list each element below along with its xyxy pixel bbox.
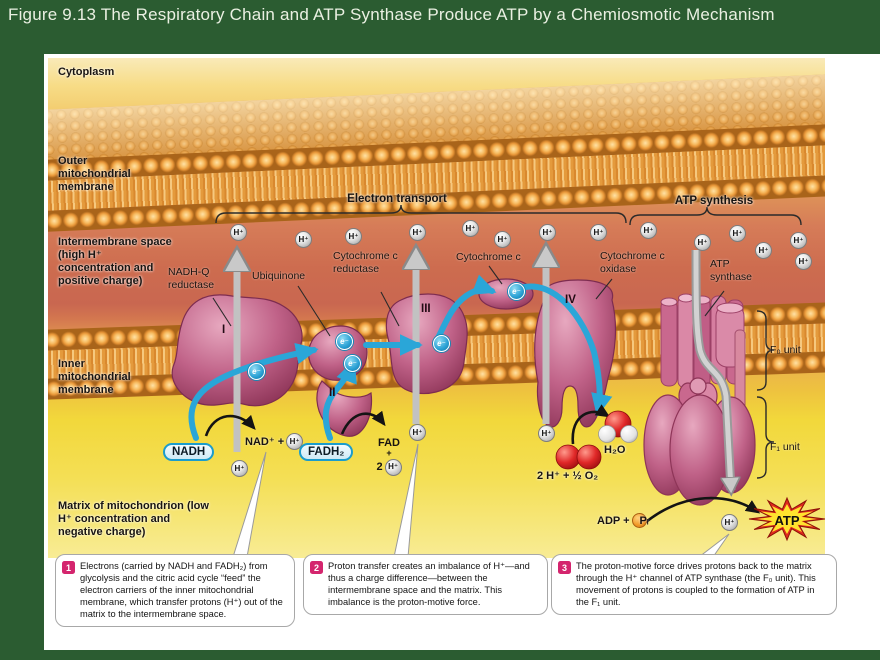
water-molecule	[598, 410, 638, 443]
bottom-accent-bar	[0, 650, 880, 660]
nad-plus-label: NAD⁺ +	[245, 436, 285, 448]
region-label-inner-membrane: Inner mitochondrial membrane	[58, 358, 131, 396]
complex-ii-numeral: II	[329, 387, 336, 399]
h-plus-ion: H⁺	[286, 433, 304, 450]
reaction-arrows	[204, 404, 761, 524]
water-label: H₂O	[604, 444, 626, 456]
label-cytochrome-c: Cytochrome c	[456, 251, 521, 263]
oxygen-reaction-label: 2 H⁺ + ½ O₂	[537, 470, 599, 482]
oxygen-to-water-arrow	[571, 404, 611, 445]
region-label-outer-membrane: Outer mitochondrial membrane	[58, 155, 131, 193]
page-title: Figure 9.13 The Respiratory Chain and AT…	[8, 5, 775, 24]
callout-number-3: 3	[558, 561, 571, 574]
nadh-to-nad-arrow	[204, 414, 256, 437]
title-bar: Figure 9.13 The Respiratory Chain and AT…	[0, 0, 880, 54]
oxygen-molecule	[555, 444, 602, 470]
region-label-cytoplasm: Cytoplasm	[58, 66, 115, 78]
complex-iv-shape	[534, 279, 617, 428]
callout-number-1: 1	[62, 561, 75, 574]
electron-marker: e⁻	[433, 335, 450, 352]
electron-marker: e⁻	[508, 283, 525, 300]
nadh-capsule: NADH	[163, 443, 215, 461]
callout-number-2: 2	[310, 561, 323, 574]
label-lines	[212, 265, 725, 337]
electron-marker: e⁻	[336, 333, 353, 350]
fad-label: FAD	[378, 437, 400, 449]
complex-iii-numeral: III	[421, 303, 431, 315]
callout-box-3: 3 The proton-motive force drives protons…	[551, 554, 837, 616]
label-cytochrome-c-oxidase: Cytochrome c oxidase	[600, 250, 665, 275]
electron-marker: e⁻	[344, 355, 361, 372]
fadh2-capsule: FADH₂	[299, 443, 354, 461]
callout-text-3: The proton-motive force drives protons b…	[576, 561, 816, 608]
h-plus-ion: H⁺	[790, 232, 807, 249]
adp-to-atp-arrow	[645, 496, 761, 524]
h-plus-ion: H⁺	[590, 224, 607, 241]
electron-marker: e⁻	[248, 363, 265, 380]
cytochrome-c-shape	[478, 278, 534, 310]
h-plus-ion: H⁺	[755, 242, 772, 259]
complex-i-numeral: I	[222, 324, 226, 336]
h-plus-ion: H⁺	[538, 425, 555, 442]
h-plus-ion: H⁺	[384, 458, 402, 476]
h-plus-ion: H⁺	[721, 514, 738, 531]
h-plus-ion: H⁺	[539, 224, 556, 241]
fadh2-to-fad-arrow	[340, 410, 386, 435]
h-plus-ion: H⁺	[231, 460, 248, 477]
callout-box-2: 2 Proton transfer creates an imbalance o…	[303, 554, 548, 616]
label-electron-transport: Electron transport	[347, 193, 447, 205]
callout-text-1: Electrons (carried by NADH and FADH₂) fr…	[80, 561, 283, 620]
atp-label: ATP	[774, 513, 799, 528]
phosphate-ball-icon	[631, 513, 647, 528]
label-nadh-q-reductase: NADH-Q reductase	[168, 266, 215, 291]
adp-pi-row: ADP + Pᵢ	[597, 513, 648, 528]
h-plus-ion: H⁺	[295, 231, 312, 248]
bracket-electron-transport	[215, 204, 627, 224]
h-plus-ion: H⁺	[345, 228, 362, 245]
nad-product-row: NAD⁺ + H⁺	[245, 433, 304, 450]
region-label-intermembrane-space: Intermembrane space (high H⁺ concentrati…	[58, 236, 172, 287]
ubiquinone-shape	[308, 325, 368, 381]
label-cytochrome-c-reductase: Cytochrome c reductase	[333, 250, 398, 275]
atp-burst: ATP	[748, 496, 825, 542]
adp-label: ADP +	[597, 514, 630, 527]
bracket-f1	[756, 396, 775, 479]
brackets	[215, 204, 802, 479]
callout-box-1: 1 Electrons (carried by NADH and FADH₂) …	[55, 554, 295, 628]
h-plus-ion: H⁺	[409, 424, 426, 441]
h-plus-ion: H⁺	[494, 231, 511, 248]
h-plus-ion: H⁺	[462, 220, 479, 237]
complex-iv-numeral: IV	[565, 294, 576, 306]
diagram-artwork: ATP	[171, 204, 825, 558]
label-ubiquinone: Ubiquinone	[252, 270, 306, 282]
label-atp-synthesis: ATP synthesis	[674, 195, 754, 207]
label-f1-unit: F₁ unit	[770, 441, 800, 453]
fad-product-block: FAD + 2 H⁺	[366, 437, 412, 476]
left-accent-bar	[0, 54, 44, 650]
pi-label: Pᵢ	[639, 514, 649, 527]
h-plus-ion: H⁺	[230, 224, 247, 241]
two-h-plus-row: 2 H⁺	[366, 458, 412, 476]
bracket-f0	[756, 310, 775, 391]
callout-text-2: Proton transfer creates an imbalance of …	[328, 561, 530, 608]
coefficient-two: 2	[376, 461, 383, 474]
label-f0-unit: F₀ unit	[770, 344, 801, 356]
h-plus-ion: H⁺	[729, 225, 746, 242]
h-plus-ion: H⁺	[640, 222, 657, 239]
label-atp-synthase: ATP synthase	[710, 258, 753, 283]
plus-sign: +	[386, 448, 392, 459]
region-label-matrix: Matrix of mitochondrion (low H⁺ concentr…	[58, 500, 209, 538]
h-plus-ion: H⁺	[795, 253, 812, 270]
bracket-atp-synthesis	[629, 206, 802, 226]
h-plus-ion: H⁺	[694, 234, 711, 251]
h-plus-ion: H⁺	[409, 224, 426, 241]
